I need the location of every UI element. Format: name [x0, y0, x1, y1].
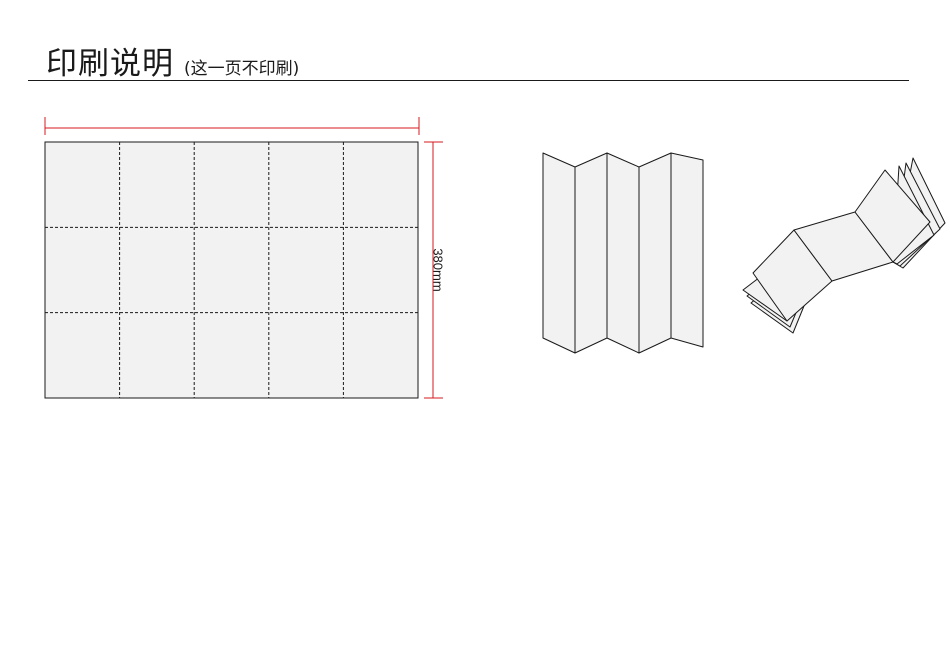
- fold-panel-3: [607, 153, 639, 353]
- fold-panel-4: [639, 153, 671, 353]
- height-dimension-label: 380mm: [431, 248, 446, 291]
- sheet-outline: [45, 142, 418, 398]
- accordion-fold-view: [543, 153, 703, 353]
- flat-sheet: [45, 142, 418, 398]
- fold-panel-1: [543, 153, 575, 353]
- width-dimension: [45, 117, 419, 135]
- fold-panel-2: [575, 153, 607, 353]
- perspective-fold-view: [743, 158, 945, 333]
- fold-panel-5: [671, 153, 703, 347]
- height-dimension: 380mm: [424, 142, 446, 398]
